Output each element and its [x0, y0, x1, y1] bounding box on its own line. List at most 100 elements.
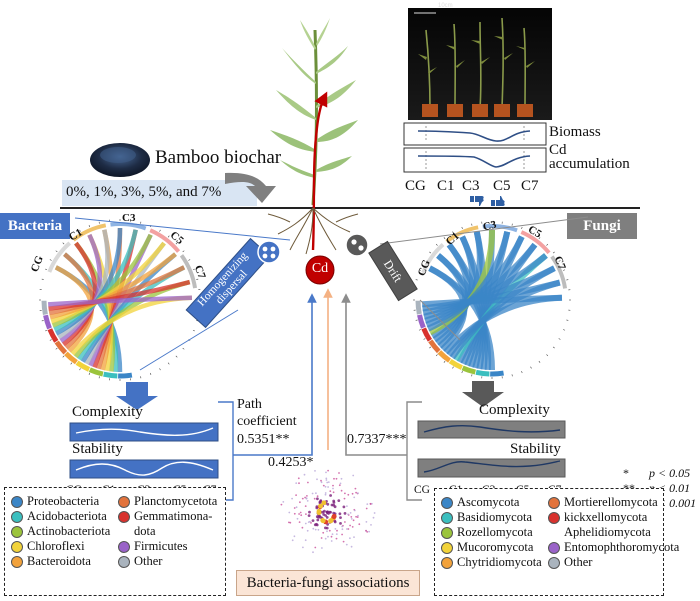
- legend-swatch: [548, 512, 560, 524]
- chord-tick: [182, 250, 185, 253]
- chord-tick: [452, 231, 454, 234]
- chord-tick: [443, 237, 446, 240]
- bacteria-band-label: Bacteria: [7, 218, 63, 234]
- network-node: [354, 487, 357, 490]
- legend-swatch: [118, 540, 130, 553]
- biomass-label: Biomass: [549, 124, 601, 140]
- fungi-down-arrow: [462, 381, 504, 407]
- network-node: [325, 516, 329, 519]
- legend-label: Acidobacteriota: [27, 509, 107, 523]
- network-node: [301, 497, 304, 500]
- chord-tick: [175, 355, 178, 358]
- chord-tick: [423, 260, 426, 262]
- chord-phylum-arc: [103, 371, 118, 379]
- network-node: [324, 492, 327, 494]
- legend-item: Proteobacteria: [11, 494, 117, 509]
- fungi-path-arrow: [341, 293, 407, 456]
- biomass-trend-box: [403, 122, 547, 146]
- legend-item: Other: [118, 554, 222, 569]
- legend-item: Actinobacteriota: [11, 524, 117, 539]
- network-node: [355, 515, 357, 518]
- significance-row: *p < 0.05: [623, 466, 696, 481]
- network-node: [316, 518, 320, 522]
- network-node: [350, 518, 353, 520]
- network-node: [293, 535, 296, 538]
- chord-tick: [175, 242, 178, 245]
- chord-tick: [149, 372, 152, 375]
- chord-outer-arc: [110, 222, 147, 231]
- network-node: [326, 502, 330, 506]
- treatment-label: C7: [521, 178, 539, 194]
- network-node: [325, 526, 329, 530]
- network-node: [313, 523, 317, 527]
- fungi-complexity-box: [417, 420, 566, 439]
- network-node: [335, 533, 338, 535]
- legend-swatch: [548, 557, 560, 569]
- chord-tick: [88, 372, 91, 375]
- treatment-label: C3: [462, 178, 480, 194]
- network-node: [321, 510, 325, 514]
- network-node: [311, 492, 314, 495]
- chord-tick: [70, 362, 73, 365]
- network-node: [338, 472, 340, 474]
- chord-phylum-arc: [490, 370, 504, 377]
- chord-ribbon: [50, 241, 166, 324]
- network-node: [347, 528, 350, 530]
- network-node: [289, 521, 292, 524]
- dose-label: 0%, 1%, 3%, 5%, and 7%: [66, 184, 222, 200]
- chord-ribbon: [421, 294, 563, 308]
- chord-tick: [49, 339, 52, 341]
- network-node: [357, 492, 359, 495]
- thumbs-down-icon: [470, 196, 484, 206]
- network-node: [306, 495, 308, 497]
- biochar-pile-icon: [90, 143, 150, 177]
- network-node: [340, 489, 343, 492]
- association-label: Bacteria-fungi associations: [236, 570, 420, 596]
- chord-tick: [49, 259, 52, 261]
- chord-tick: [558, 338, 561, 340]
- chord-phylum-arc: [428, 339, 441, 354]
- bacteria-stability-box: [69, 459, 219, 479]
- network-node: [295, 494, 297, 496]
- network-node: [291, 497, 293, 500]
- network-node: [295, 506, 298, 509]
- network-node: [320, 481, 323, 484]
- chord-tick: [159, 229, 161, 232]
- legend-label: Other: [134, 553, 163, 568]
- network-node: [346, 505, 348, 507]
- chord-tick: [435, 354, 438, 357]
- chord-tick: [461, 371, 463, 374]
- drift-process-icon: [345, 233, 369, 257]
- bacteria-stability-label: Stability: [72, 441, 123, 457]
- network-node: [349, 512, 352, 514]
- bacteria-complexity-label: Complexity: [72, 404, 143, 420]
- network-node: [346, 528, 348, 530]
- chord-outer-arc: [482, 224, 518, 233]
- network-node: [305, 513, 307, 515]
- chord-outer-arc: [47, 241, 72, 273]
- network-node: [288, 521, 290, 524]
- network-node: [343, 512, 347, 515]
- chord-outer-arc: [149, 228, 181, 253]
- legend-swatch: [441, 497, 453, 509]
- chord-tick: [55, 347, 58, 350]
- cd-uptake-arrow: [311, 91, 328, 251]
- network-node: [372, 516, 375, 519]
- network-node: [282, 501, 285, 503]
- network-node: [334, 528, 337, 530]
- network-node: [306, 500, 309, 502]
- chord-outer-arc: [72, 223, 107, 242]
- chord-tick: [511, 223, 513, 226]
- network-node: [337, 499, 341, 502]
- network-node: [304, 539, 307, 542]
- fungi-complexity-label: Complexity: [479, 402, 550, 418]
- network-node: [353, 496, 356, 499]
- network-node: [327, 486, 329, 488]
- legend-swatch: [11, 556, 23, 568]
- association-path-value: 0.4253*: [268, 455, 314, 470]
- chord-phylum-arc: [118, 372, 133, 379]
- chord-phylum-arc: [41, 300, 48, 315]
